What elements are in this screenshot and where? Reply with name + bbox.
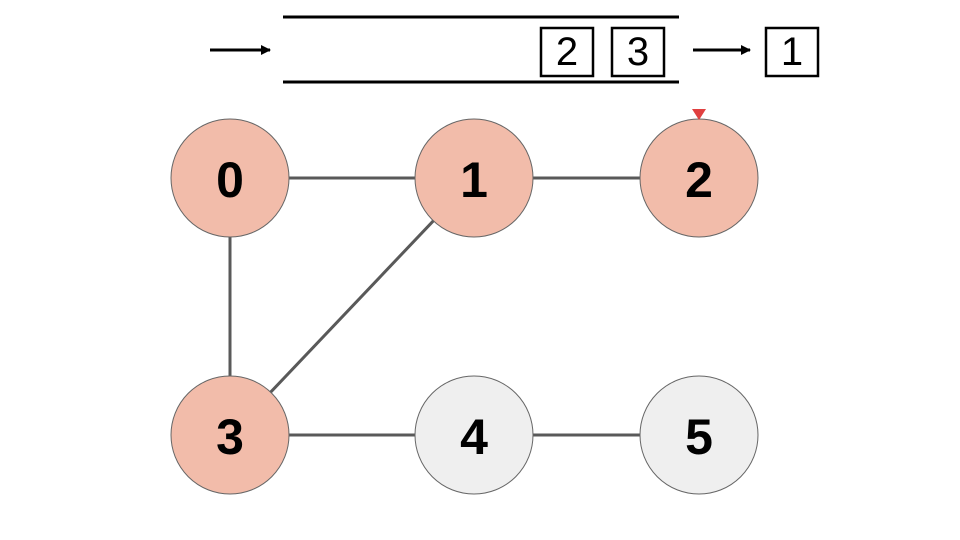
dequeued-item: 1 bbox=[764, 26, 820, 78]
graph-nodes: 0 1 2 3 4 5 bbox=[170, 109, 759, 495]
graph-edges bbox=[228, 176, 640, 437]
queue-item-label: 3 bbox=[627, 30, 649, 74]
node-label: 3 bbox=[216, 409, 244, 465]
queue-item: 3 bbox=[610, 26, 666, 78]
node-2: 2 bbox=[639, 109, 759, 238]
node-label: 2 bbox=[685, 152, 713, 208]
edge-1-3 bbox=[269, 219, 435, 394]
node-3: 3 bbox=[170, 375, 290, 495]
node-0: 0 bbox=[170, 118, 290, 238]
node-circle bbox=[414, 118, 534, 238]
queue: 2 3 1 bbox=[210, 15, 820, 84]
current-node-marker-icon bbox=[692, 109, 706, 120]
queue-item: 2 bbox=[539, 26, 595, 78]
queue-item-label: 2 bbox=[556, 30, 578, 74]
node-circle bbox=[170, 118, 290, 238]
node-circle bbox=[414, 375, 534, 495]
node-circle bbox=[639, 375, 759, 495]
node-5: 5 bbox=[639, 375, 759, 495]
node-label: 1 bbox=[460, 152, 488, 208]
node-circle bbox=[170, 375, 290, 495]
node-label: 4 bbox=[460, 409, 488, 465]
queue-item-box bbox=[610, 26, 666, 78]
node-4: 4 bbox=[414, 375, 534, 495]
node-label: 0 bbox=[216, 152, 244, 208]
dequeued-item-box bbox=[764, 26, 820, 78]
node-label: 5 bbox=[685, 409, 713, 465]
node-1: 1 bbox=[414, 118, 534, 238]
queue-item-box bbox=[539, 26, 595, 78]
dequeued-item-label: 1 bbox=[781, 30, 803, 74]
